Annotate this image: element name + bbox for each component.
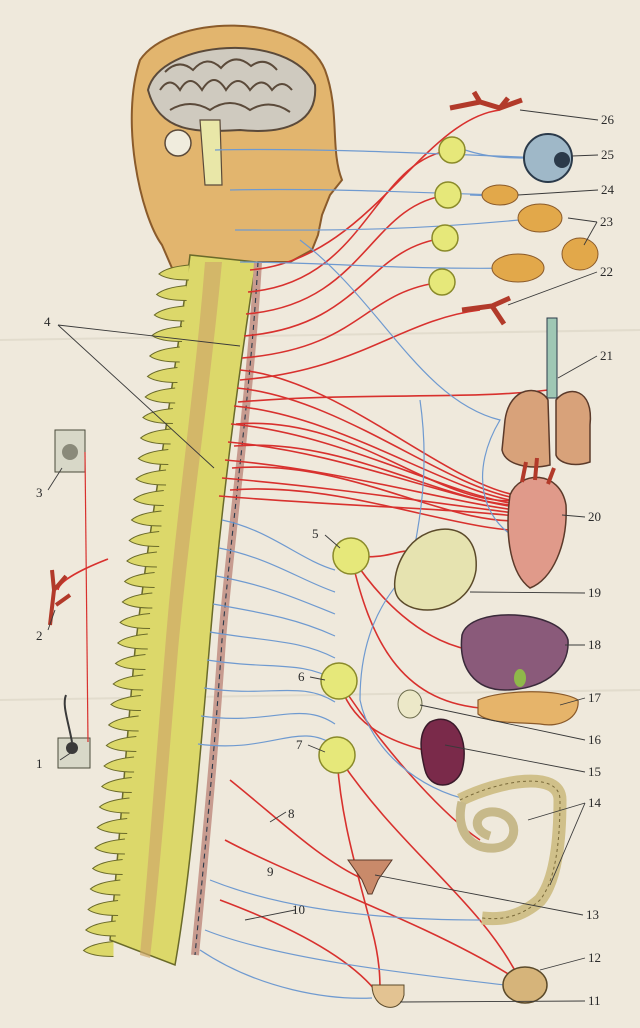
callout-6: 6	[298, 669, 305, 684]
callout-17: 17	[588, 690, 602, 705]
callout-3: 3	[36, 485, 43, 500]
callout-12: 12	[588, 950, 601, 965]
pancreas-icon	[478, 692, 578, 725]
inferior-mesenteric-ganglion	[319, 737, 355, 773]
callout-4: 4	[44, 314, 51, 329]
callout-18: 18	[588, 637, 601, 652]
lacrimal-gland-icon	[482, 185, 518, 205]
callout-25: 25	[601, 147, 614, 162]
submandibular-ganglion	[432, 225, 458, 251]
pterygopalatine-ganglion	[435, 182, 461, 208]
ciliary-ganglion	[439, 137, 465, 163]
salivary-gland-icon	[562, 238, 598, 270]
callout-23: 23	[600, 214, 613, 229]
callout-11: 11	[588, 993, 601, 1008]
callout-5: 5	[312, 526, 319, 541]
callout-19: 19	[588, 585, 601, 600]
callout-10: 10	[292, 902, 305, 917]
callout-26: 26	[601, 112, 615, 127]
callout-24: 24	[601, 182, 615, 197]
callout-7: 7	[296, 737, 303, 752]
adrenal-gland-icon	[398, 690, 422, 718]
callout-14: 14	[588, 795, 602, 810]
celiac-ganglion	[333, 538, 369, 574]
salivary-gland-icon	[492, 254, 544, 282]
trachea-icon	[547, 318, 557, 398]
callout-20: 20	[588, 509, 601, 524]
callout-22: 22	[600, 264, 613, 279]
callout-9: 9	[267, 864, 274, 879]
callout-1: 1	[36, 756, 43, 771]
callout-16: 16	[588, 732, 602, 747]
callout-21: 21	[600, 348, 613, 363]
callout-2: 2	[36, 628, 43, 643]
salivary-gland-icon	[518, 204, 562, 232]
callout-15: 15	[588, 764, 601, 779]
callout-13: 13	[586, 907, 599, 922]
kidney-icon	[421, 719, 464, 785]
superior-mesenteric-ganglion	[321, 663, 357, 699]
bladder-icon	[503, 967, 547, 1003]
callout-8: 8	[288, 806, 295, 821]
otic-ganglion	[429, 269, 455, 295]
